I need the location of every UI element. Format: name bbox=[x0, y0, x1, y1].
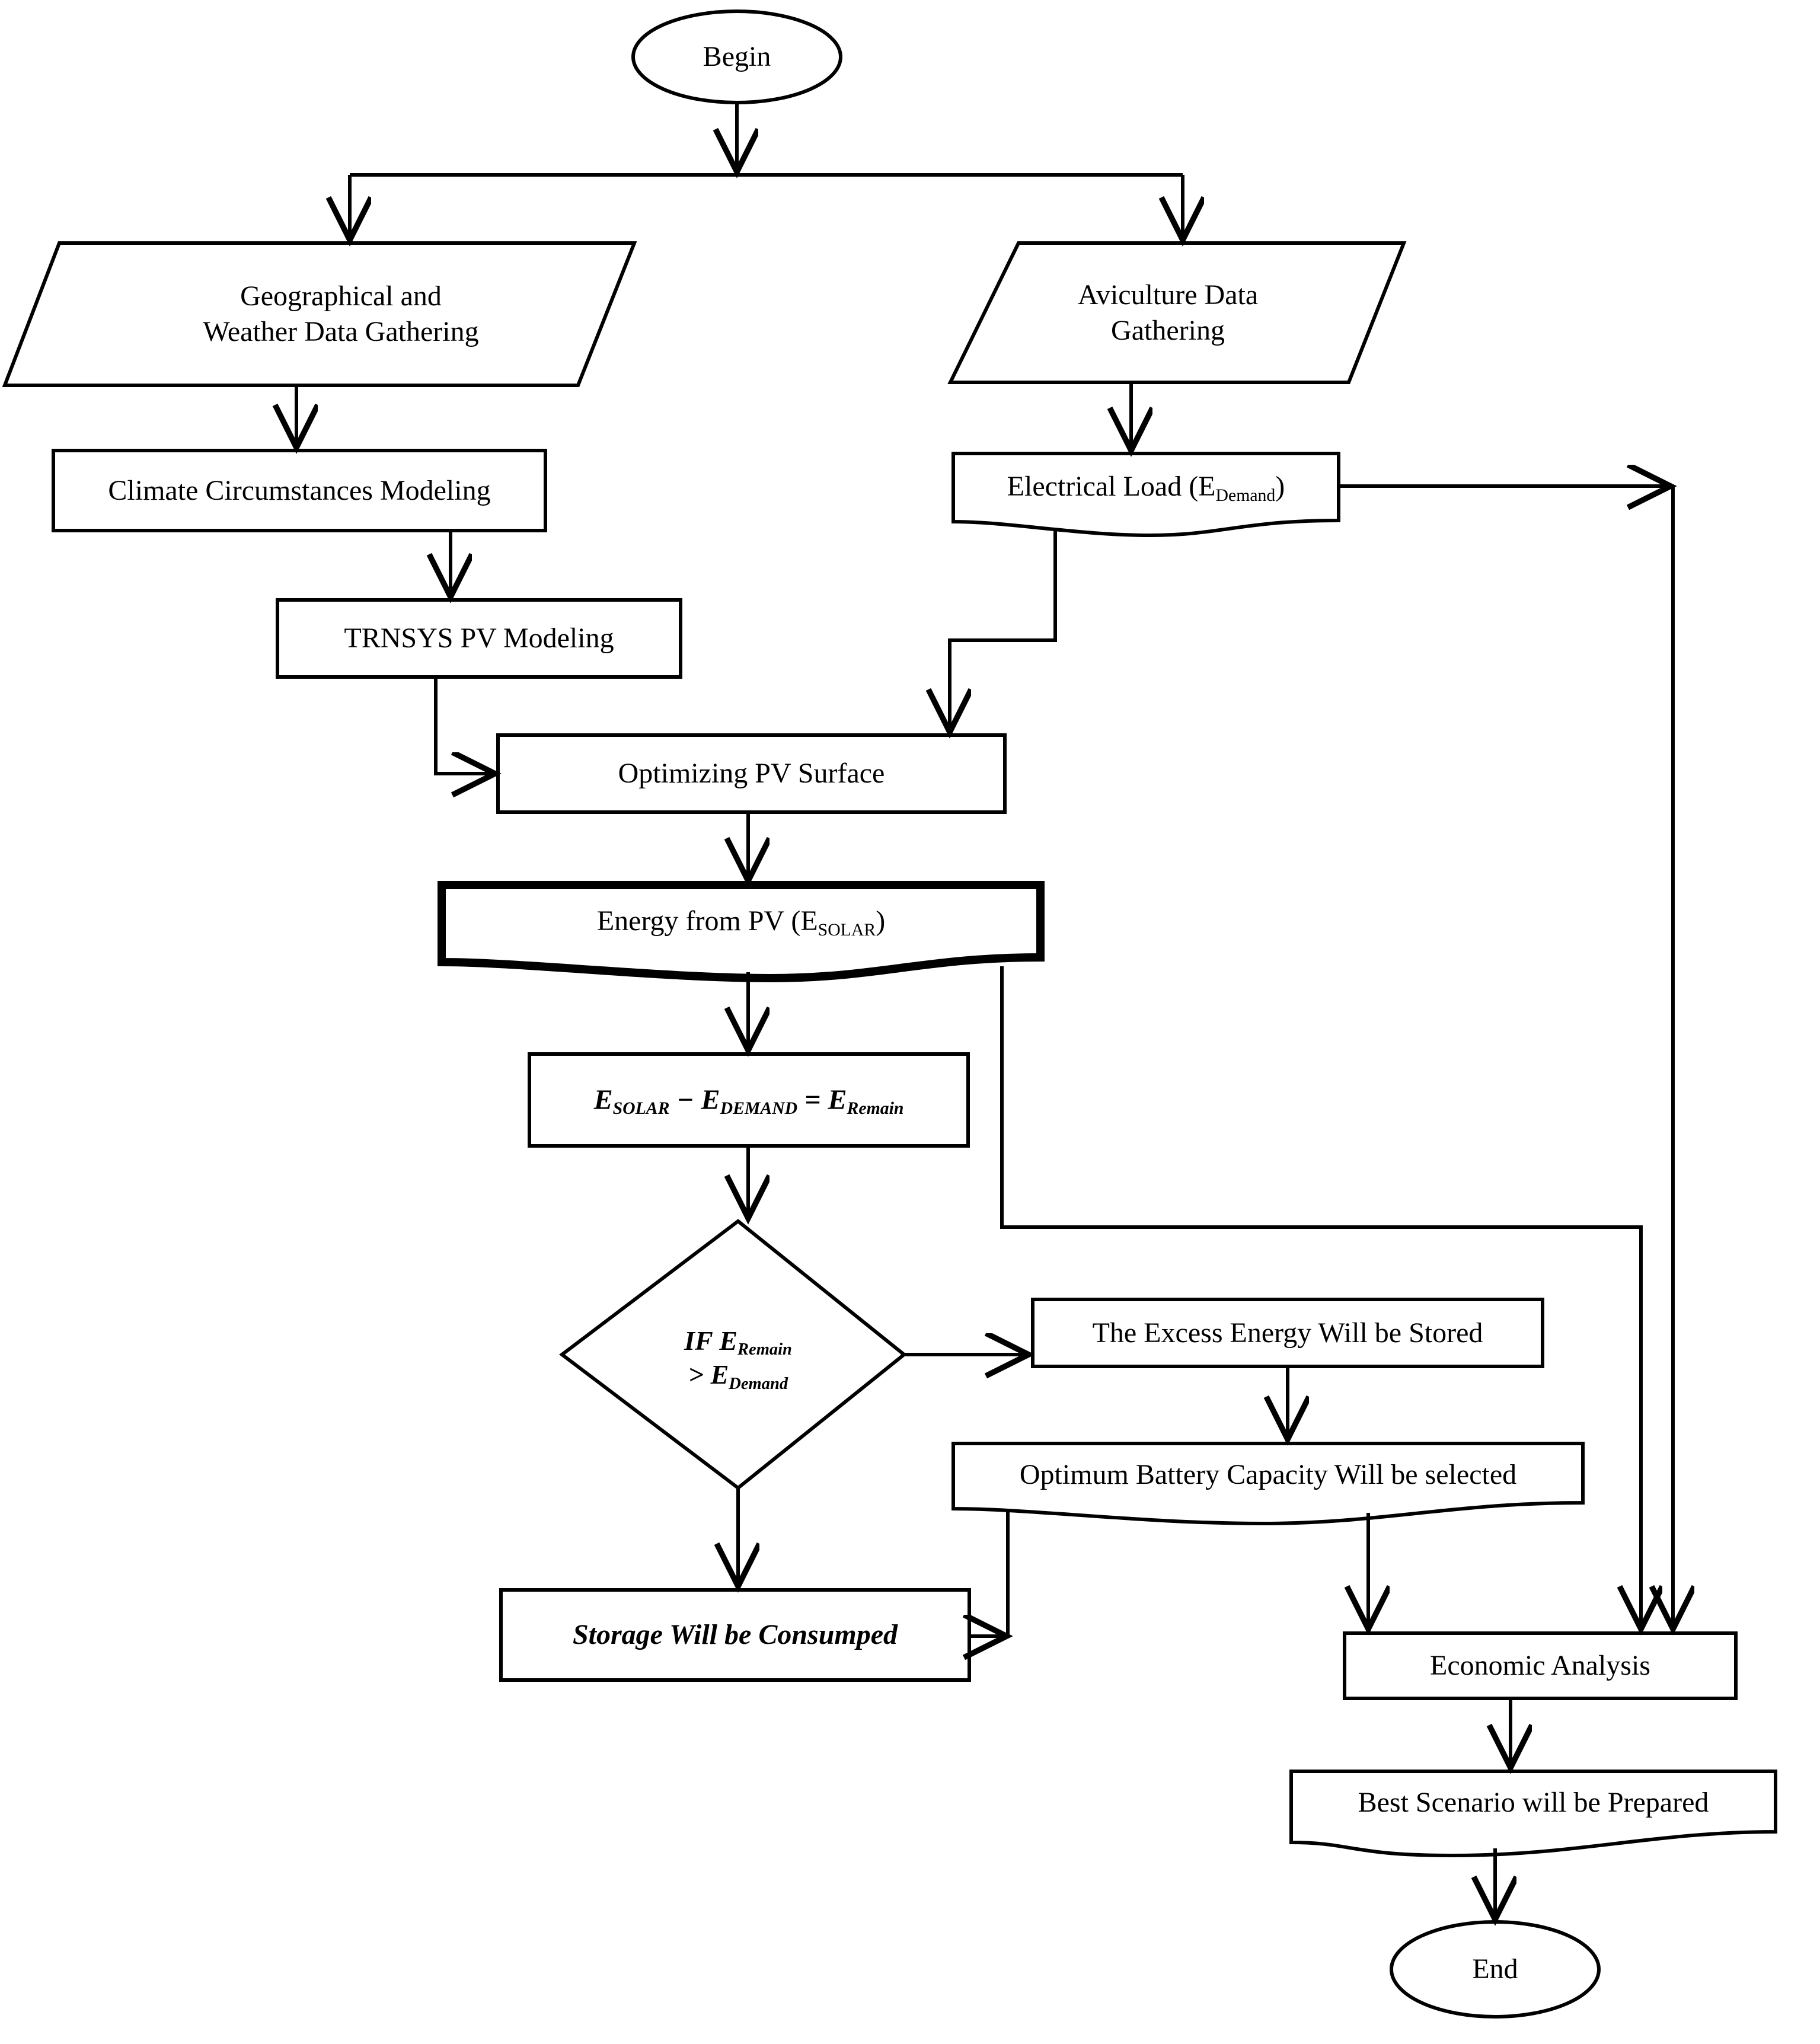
node-trnsys-shape bbox=[276, 598, 682, 679]
edge-trnsys-optpv bbox=[434, 677, 495, 774]
node-optpv-shape bbox=[496, 733, 1007, 814]
node-decision-shape bbox=[559, 1219, 907, 1490]
node-storage-shape bbox=[499, 1588, 971, 1682]
node-excess-shape bbox=[1031, 1298, 1544, 1368]
edge-energypv-economic bbox=[1000, 966, 1641, 1629]
node-climate-shape bbox=[52, 449, 547, 532]
node-begin-shape bbox=[631, 9, 842, 104]
edge-eload-optpv bbox=[950, 529, 1057, 732]
node-eload-shape bbox=[951, 452, 1340, 538]
node-battery-shape bbox=[951, 1442, 1585, 1526]
node-geo-shape bbox=[2, 241, 637, 387]
node-avi-shape bbox=[947, 241, 1407, 384]
node-bestscen-shape bbox=[1289, 1770, 1777, 1858]
node-equation-shape bbox=[528, 1052, 970, 1148]
node-end-shape bbox=[1390, 1920, 1601, 2019]
node-economic-shape bbox=[1343, 1631, 1738, 1700]
node-energypv-shape bbox=[438, 881, 1045, 983]
